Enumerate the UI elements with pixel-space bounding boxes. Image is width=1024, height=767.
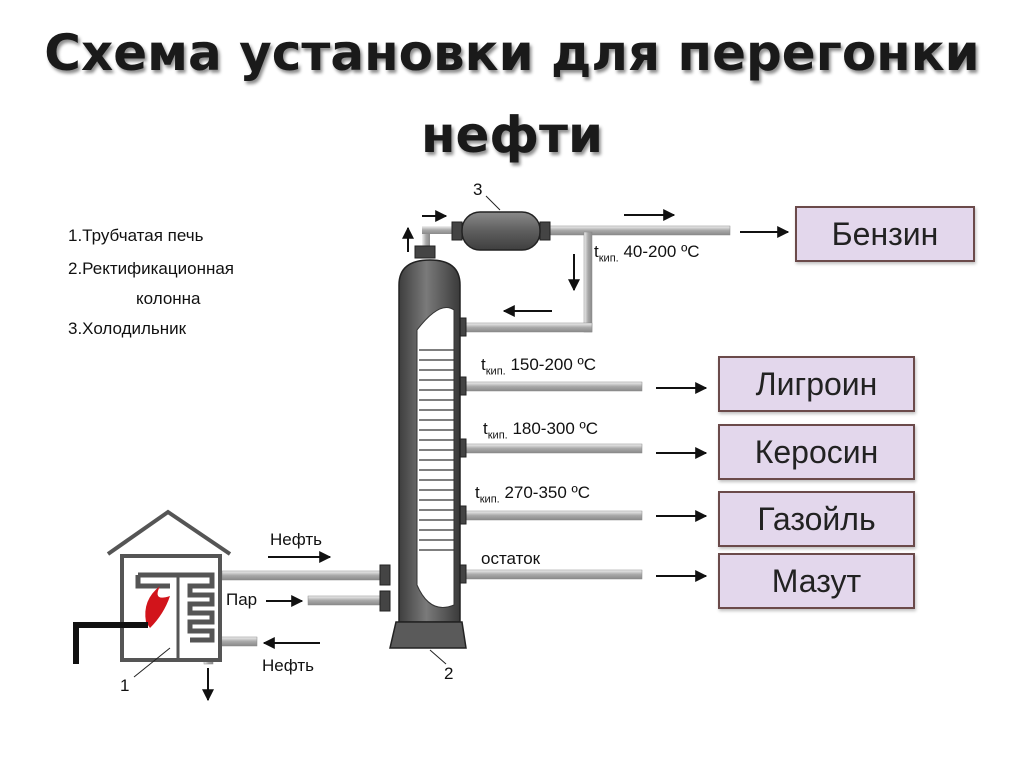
pipe-benzin	[549, 225, 731, 236]
product-benzin: Бензин	[795, 206, 975, 262]
pipe-to-condenser	[422, 226, 460, 234]
pipes	[203, 225, 731, 665]
label-residue: остаток	[481, 549, 541, 568]
pipe-reflux-vertical	[583, 231, 593, 333]
temp-gasoil: tкип. 270-350 ºС	[475, 483, 591, 506]
callout-number-2: 2	[444, 664, 454, 683]
callout-lines	[133, 195, 501, 678]
legend-item-furnace: 1.Трубчатая печь	[68, 226, 204, 245]
page-title: Схема установки для перегонки	[44, 24, 980, 82]
product-kerosin: Керосин	[718, 424, 915, 480]
temp-kerosin: tкип. 180-300 ºС	[483, 419, 599, 442]
callout-number-1: 1	[120, 676, 130, 695]
rectification-column	[389, 259, 467, 649]
page-title-line2: нефти	[420, 106, 604, 164]
legend-item-column: 2.Ректификационная	[68, 259, 235, 278]
product-mazut: Мазут	[718, 553, 915, 609]
legend-item-column-cont: колонна	[136, 289, 201, 308]
legend-item-condenser: 3.Холодильник	[68, 319, 187, 338]
pipe-furnace-to-column	[221, 570, 387, 581]
temp-benzin: tкип. 40-200 ºС	[594, 242, 700, 265]
label-steam: Пар	[226, 590, 258, 609]
pipe-column-top-vertical	[422, 228, 430, 258]
pipe-gasoil	[465, 510, 643, 521]
pipe-residue	[465, 569, 643, 580]
label-oil-in-top: Нефть	[270, 530, 322, 549]
callout-number-3: 3	[473, 180, 483, 199]
flame-icon	[145, 586, 170, 628]
flow-arrows	[202, 209, 790, 702]
product-gasoil: Газойль	[718, 491, 915, 547]
furnace	[73, 509, 232, 664]
pipe-reflux-horizontal	[465, 322, 593, 333]
pipe-kerosin	[465, 443, 643, 454]
pipe-ligroin	[465, 381, 643, 392]
temp-ligroin: tкип. 150-200 ºС	[481, 355, 597, 378]
condenser	[451, 211, 551, 251]
pipe-steam	[307, 595, 387, 606]
label-oil-in-bottom: Нефть	[262, 656, 314, 675]
product-ligroin: Лигроин	[718, 356, 915, 412]
